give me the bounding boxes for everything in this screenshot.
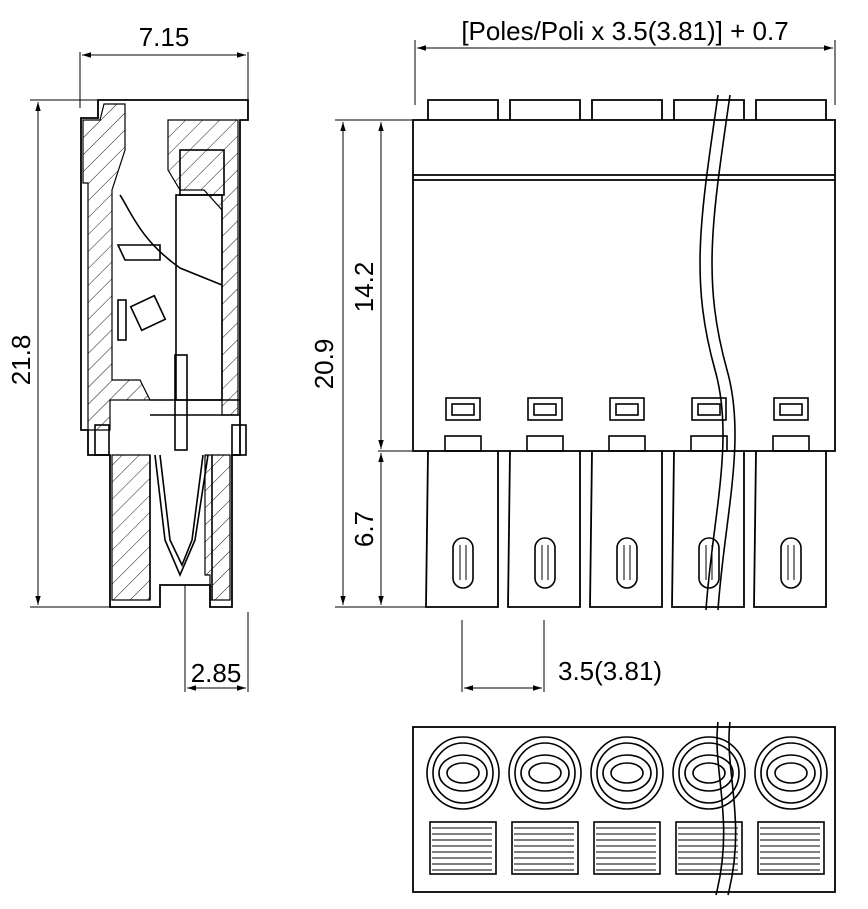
front-pole-3 xyxy=(589,99,663,608)
top-view xyxy=(412,726,836,893)
front-view: [Poles/Poli x 3.5(3.81)] + 0.7 20.9 14.2… xyxy=(309,16,836,608)
dim-total-width: [Poles/Poli x 3.5(3.81)] + 0.7 xyxy=(461,16,788,46)
wire xyxy=(699,94,724,611)
side-body-outline xyxy=(80,99,249,608)
dim-height-total: 21.8 xyxy=(6,335,36,386)
dim-height-upper: 14.2 xyxy=(349,262,379,313)
dim-width-side: 7.15 xyxy=(139,22,190,52)
top-pole-5 xyxy=(754,736,828,875)
side-left-wall xyxy=(82,103,151,431)
side-section-view: 7.15 21.8 2.85 xyxy=(6,22,249,692)
front-pole-4 xyxy=(671,99,745,608)
front-pole-5 xyxy=(753,99,827,608)
top-body xyxy=(412,726,836,893)
top-pole-2 xyxy=(508,736,582,875)
side-bottom-left xyxy=(111,454,151,601)
top-pole-1 xyxy=(426,736,500,875)
top-pole-3 xyxy=(590,736,664,875)
front-pole-1 xyxy=(425,99,499,608)
top-pole-4 xyxy=(672,736,746,875)
dim-height-front: 20.9 xyxy=(309,339,339,390)
front-poles xyxy=(425,99,827,608)
front-pole-2 xyxy=(507,99,581,608)
top-poles xyxy=(426,736,828,875)
pitch-dimension: 3.5(3.81) xyxy=(461,620,662,692)
dim-height-lower: 6.7 xyxy=(349,511,379,547)
dim-pitch: 3.5(3.81) xyxy=(558,656,662,686)
side-bottom-right xyxy=(204,454,231,601)
dim-pin-offset: 2.85 xyxy=(191,658,242,688)
front-body xyxy=(412,119,836,452)
